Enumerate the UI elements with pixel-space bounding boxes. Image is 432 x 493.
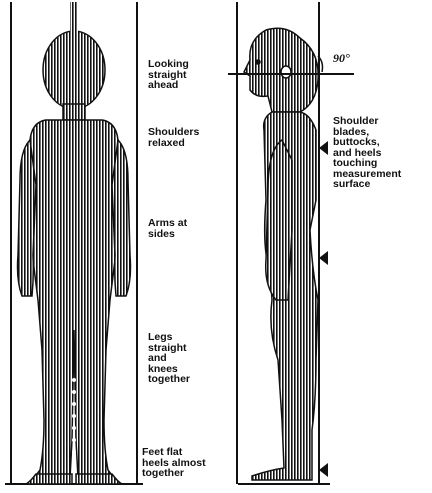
label-arms-at-sides: Arms at sides [148,218,187,239]
angle-90-label: 90° [333,51,350,66]
label-shoulders-relaxed: Shoulders relaxed [148,127,199,148]
label-looking-straight-ahead: Looking straight ahead [148,59,189,91]
label-legs-straight-knees-together: Legs straight and knees together [148,332,190,385]
contact-point-markers [319,141,328,477]
side-view-figure [244,28,318,480]
label-touching-measurement-surface: Shoulder blades, buttocks, and heels tou… [333,116,401,190]
label-feet-flat-heels-together: Feet flat heels almost together [142,447,206,479]
